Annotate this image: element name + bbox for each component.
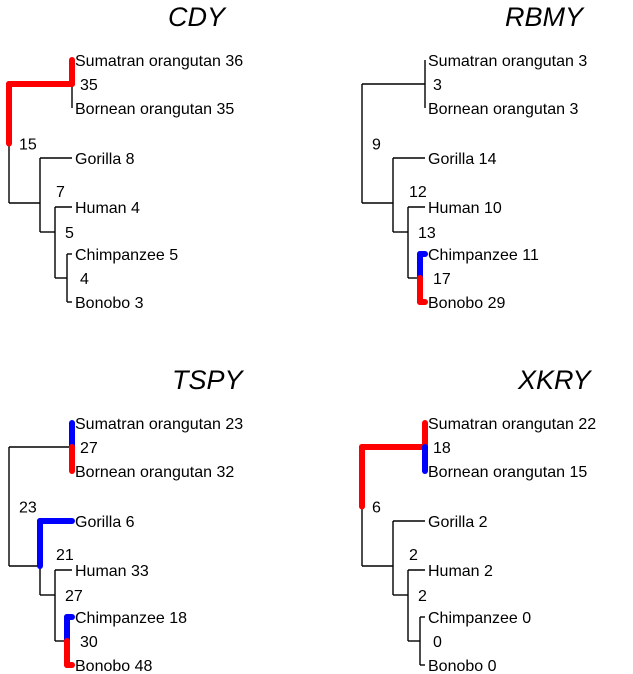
leaf-label-chimpanzee: Chimpanzee 11	[428, 247, 539, 264]
node-label-pan: 30	[80, 634, 98, 651]
node-label-root: 6	[372, 500, 381, 517]
leaf-label-gorilla: Gorilla 2	[428, 514, 488, 531]
node-label-orangutan: 27	[80, 440, 98, 457]
leaf-label-chimpanzee: Chimpanzee 18	[75, 610, 187, 627]
node-label-orangutan: 35	[80, 77, 98, 94]
leaf-label-sumatran-orangutan: Sumatran orangutan 36	[75, 53, 243, 70]
node-label-african: 7	[56, 184, 65, 201]
leaf-label-sumatran-orangutan: Sumatran orangutan 22	[428, 416, 596, 433]
tree-panel-cdy: CDY Sumatran orangutan 36 Bornean oranguta…	[6, 2, 243, 312]
leaf-label-bornean-orangutan: Bornean orangutan 15	[428, 464, 587, 481]
node-label-african: 2	[409, 547, 418, 564]
node-label-pan-human: 2	[418, 588, 427, 605]
leaf-label-gorilla: Gorilla 14	[428, 151, 497, 168]
leaf-label-human: Human 4	[75, 200, 140, 217]
node-label-pan: 17	[433, 271, 451, 288]
node-label-pan-human: 5	[65, 225, 74, 242]
leaf-label-human: Human 33	[75, 563, 149, 580]
panel-title: RBMY	[505, 2, 585, 32]
panel-title: CDY	[168, 2, 227, 32]
leaf-label-bonobo: Bonobo 29	[428, 295, 506, 312]
leaf-label-bornean-orangutan: Bornean orangutan 3	[428, 101, 578, 118]
leaf-label-human: Human 10	[428, 200, 502, 217]
node-label-root: 15	[19, 137, 37, 154]
node-label-african: 21	[56, 547, 74, 564]
leaf-label-gorilla: Gorilla 8	[75, 151, 135, 168]
node-label-pan: 0	[433, 634, 442, 651]
panel-title: TSPY	[172, 365, 245, 395]
leaf-label-bornean-orangutan: Bornean orangutan 32	[75, 464, 234, 481]
node-label-root: 23	[19, 500, 37, 517]
tree-panel-tspy: TSPY Sumatran orangutan 23 Bornean orangut…	[8, 365, 245, 674]
leaf-label-bonobo: Bonobo 0	[428, 658, 497, 674]
node-label-african: 12	[409, 184, 427, 201]
leaf-label-sumatran-orangutan: Sumatran orangutan 23	[75, 416, 243, 433]
node-label-orangutan: 18	[433, 440, 451, 457]
leaf-label-chimpanzee: Chimpanzee 0	[428, 610, 531, 627]
tree-panel-xkry: XKRY Sumatran orangutan 22 Bornean orangut…	[359, 365, 596, 674]
node-label-root: 9	[372, 137, 381, 154]
node-label-pan-human: 13	[418, 225, 436, 242]
leaf-label-gorilla: Gorilla 6	[75, 514, 135, 531]
tree-panel-rbmy: RBMY Sumatran orangutan 3 Bornean oranguta…	[361, 2, 587, 312]
leaf-label-chimpanzee: Chimpanzee 5	[75, 247, 178, 264]
leaf-label-bonobo: Bonobo 3	[75, 295, 144, 312]
node-label-orangutan: 3	[433, 77, 442, 94]
leaf-label-bornean-orangutan: Bornean orangutan 35	[75, 101, 234, 118]
node-label-pan: 4	[80, 271, 89, 288]
node-label-pan-human: 27	[65, 588, 83, 605]
leaf-label-human: Human 2	[428, 563, 493, 580]
leaf-label-sumatran-orangutan: Sumatran orangutan 3	[428, 53, 587, 70]
panel-title: XKRY	[517, 365, 593, 395]
leaf-label-bonobo: Bonobo 48	[75, 658, 153, 674]
